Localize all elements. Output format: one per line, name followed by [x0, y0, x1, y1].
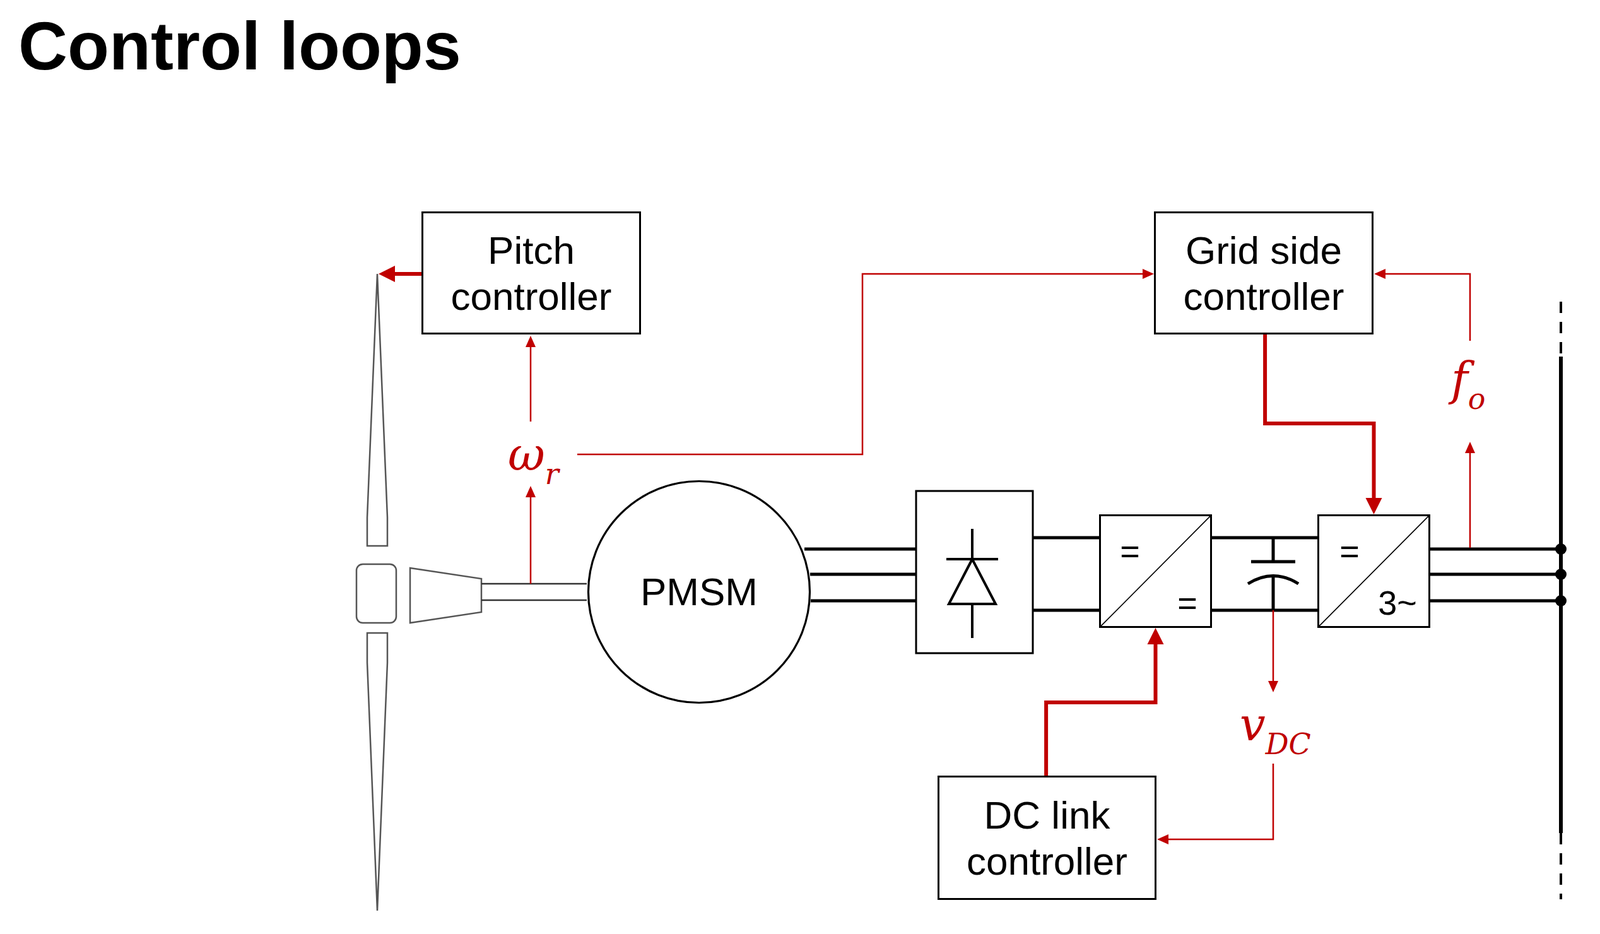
arrowhead	[1147, 627, 1165, 645]
machine-circle: PMSM	[586, 479, 812, 705]
capacitor-lead	[1271, 575, 1276, 611]
wire	[804, 547, 917, 551]
signal-label: fo	[1451, 356, 1486, 402]
arrowhead	[525, 335, 536, 348]
diagram-title: Control loops	[18, 11, 462, 81]
capacitor-plate	[1251, 560, 1296, 564]
wire	[1032, 536, 1100, 540]
connector-line	[1211, 536, 1318, 540]
signal-symbol: f	[1451, 352, 1469, 406]
blade	[367, 632, 388, 911]
signal-symbol: ω	[507, 427, 546, 481]
control-arrow	[1264, 334, 1382, 515]
turbine-rotor	[356, 273, 482, 911]
bus-line	[1558, 356, 1563, 833]
gearbox	[410, 567, 482, 623]
node-label: DC link controller	[945, 791, 1149, 884]
node-label: PMSM	[640, 572, 758, 612]
converter-box: ==	[1099, 514, 1212, 628]
converter-symbol: =	[1339, 533, 1360, 568]
wire	[1430, 599, 1561, 603]
dc-link-wire	[1211, 537, 1318, 539]
arrowhead	[525, 485, 536, 498]
leader-line	[1469, 452, 1472, 548]
signal-arrowheads	[378, 265, 1476, 845]
wire	[1430, 572, 1561, 577]
bus-dashed	[1559, 301, 1563, 357]
arrowhead	[1142, 268, 1154, 279]
controller-box: Pitch controller	[421, 211, 642, 335]
signal-subscript: DC	[1265, 726, 1312, 761]
wire	[810, 599, 917, 603]
rectifier	[916, 490, 1033, 653]
capacitor-symbol	[1247, 537, 1299, 611]
converter-box: = 3~	[1317, 514, 1431, 628]
connector-line	[1046, 642, 1156, 776]
signal-subscript: o	[1468, 381, 1486, 416]
shaft-line	[481, 582, 587, 585]
wire	[1211, 608, 1318, 612]
pitch-command	[393, 271, 423, 276]
diagonal-line	[1319, 516, 1429, 626]
wire	[810, 572, 917, 577]
leader-line	[529, 347, 532, 422]
control-arrow	[1046, 627, 1164, 776]
diagonal-line	[1100, 516, 1211, 626]
ac-wires	[804, 548, 917, 601]
arrowhead	[1365, 497, 1383, 515]
arrowhead	[1157, 834, 1169, 845]
leader-line	[1272, 610, 1275, 681]
wire	[1032, 608, 1100, 612]
hub	[356, 564, 397, 623]
controller-box: Grid side controller	[1153, 211, 1374, 335]
capacitor-lead	[1271, 537, 1276, 562]
signal-label: ωr	[507, 431, 559, 477]
junction-dot	[1555, 543, 1567, 555]
leader-line	[529, 497, 532, 584]
bus-dashed	[1559, 832, 1563, 900]
arrowhead	[1374, 268, 1386, 279]
converter-symbol: 3~	[1377, 585, 1418, 620]
junction-dot	[1555, 594, 1567, 607]
diode-triangle	[948, 558, 996, 604]
grid-bus	[1555, 301, 1567, 900]
wire	[1430, 547, 1561, 551]
signal-lines	[393, 273, 1471, 840]
arrowhead	[1464, 441, 1476, 453]
node-label: Pitch controller	[429, 227, 633, 320]
leader-line	[1168, 763, 1274, 840]
connector-line	[1264, 334, 1374, 500]
signal-label: vDC	[1239, 701, 1312, 748]
shaft-line	[481, 599, 587, 602]
node-label: Grid side controller	[1162, 227, 1366, 320]
leader-line	[1385, 273, 1471, 341]
signal-subscript: r	[545, 456, 559, 491]
arrowhead	[1268, 680, 1279, 693]
signal-symbol: v	[1239, 697, 1266, 751]
grid-wires	[1430, 548, 1561, 601]
converter-symbol: =	[1119, 533, 1141, 568]
junction-dot	[1555, 568, 1567, 580]
leader-line	[577, 273, 1143, 455]
circle-shape	[588, 480, 810, 703]
converter-symbol: =	[1177, 585, 1198, 620]
controller-box: DC link controller	[937, 775, 1157, 900]
arrowhead	[378, 265, 395, 283]
shaft	[481, 583, 587, 600]
blade	[367, 273, 388, 546]
rectifier-box	[916, 490, 1033, 653]
